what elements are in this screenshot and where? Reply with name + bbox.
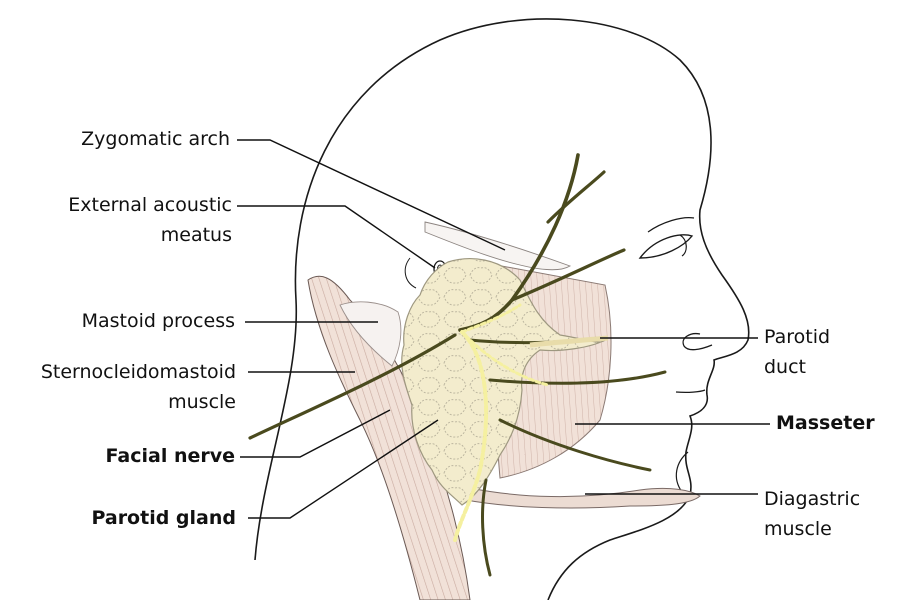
digastric-shape [465,487,701,509]
label-mastoid-process: Mastoid process [81,310,235,332]
label-external-acoustic-meatus: External acoustic meatus [68,194,232,246]
leader-lines [237,139,770,519]
eye-outline [638,234,694,259]
chin-line [675,451,689,493]
leader-zygomatic-arch [237,139,506,251]
label-diagastric-muscle: Diagastric muscle [764,488,861,540]
label-facial-nerve: Facial nerve [105,445,235,467]
label-zygomatic-arch: Zygomatic arch [81,128,230,150]
label-parotid-gland: Parotid gland [91,507,236,529]
leader-parotid-gland [248,419,439,519]
label-masseter: Masseter [776,412,875,434]
label-sternocleidomastoid-muscle: Sternocleidomastoid muscle [40,361,236,413]
mastoid-process-shape [339,301,402,367]
mouth-line [675,389,706,394]
nostril [682,332,713,351]
head-outline [254,18,750,600]
leader-external-acoustic-meatus [237,205,436,269]
eyebrow [647,217,695,233]
leader-facial-nerve [240,409,391,458]
label-parotid-duct: Parotid duct [764,326,831,378]
